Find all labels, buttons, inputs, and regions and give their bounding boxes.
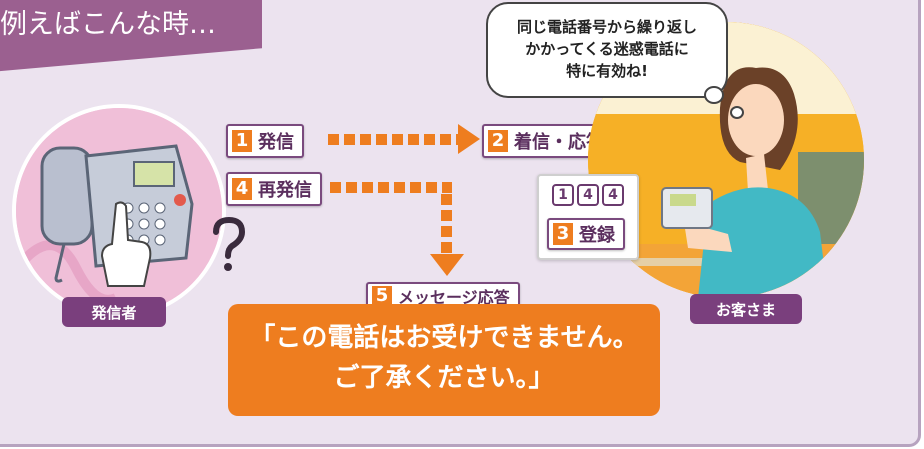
pointing-hand-icon: [100, 201, 152, 287]
arrow-down-dashes: [441, 194, 452, 254]
arrow-right-icon: [458, 124, 480, 154]
arrow-down-icon: [430, 254, 464, 276]
customer-label: お客さま: [690, 294, 802, 324]
message-line2: ご了承ください。」: [333, 363, 555, 393]
step5-number: 5: [372, 286, 392, 306]
header-title: 例えばこんな時…: [0, 9, 216, 40]
message-line1: 「この電話はお受けできません。: [249, 323, 639, 353]
speech-line3: 特に有効ね!: [566, 62, 648, 80]
message-box: 「この電話はお受けできません。 ご了承ください。」: [228, 304, 660, 416]
bubble-tail-dot-large: [704, 86, 724, 104]
step1-label: 1 発信: [226, 124, 304, 158]
key-4b: 4: [602, 184, 624, 206]
step1-text: 発信: [258, 132, 294, 153]
caller-label: 発信者: [62, 297, 166, 327]
registration-panel: 1 4 4 3 登録: [537, 174, 639, 260]
bubble-tail-dot-small: [730, 106, 744, 119]
step4-number: 4: [232, 178, 252, 200]
question-mark-icon: [213, 216, 246, 271]
speech-line2: かかってくる迷惑電話に: [525, 40, 689, 58]
step1-number: 1: [232, 130, 252, 152]
arrow-right-dashes: [328, 134, 458, 145]
step2-text: 着信・応答: [514, 132, 604, 153]
step2-number: 2: [488, 130, 508, 152]
speech-line1: 同じ電話番号から繰り返し: [516, 18, 697, 36]
step3-label: 3 登録: [547, 218, 625, 250]
speech-bubble: 同じ電話番号から繰り返し かかってくる迷惑電話に 特に有効ね!: [486, 2, 728, 98]
step4-label: 4 再発信: [226, 172, 322, 206]
key-sequence: 1 4 4: [539, 184, 637, 206]
step5-text: メッセージ応答: [398, 288, 510, 307]
redial-dashes: [330, 182, 452, 193]
step3-text: 登録: [579, 225, 615, 246]
step3-number: 3: [553, 223, 573, 245]
step4-text: 再発信: [258, 180, 312, 201]
key-1: 1: [552, 184, 574, 206]
key-4a: 4: [577, 184, 599, 206]
